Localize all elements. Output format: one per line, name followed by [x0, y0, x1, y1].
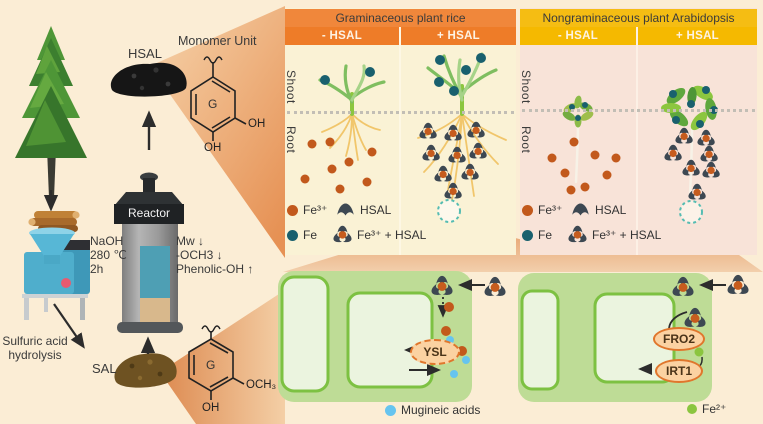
ysl-transporter: YSL	[410, 339, 460, 365]
hsal-oh-right: OH	[248, 118, 266, 130]
sal-label: SAL	[92, 361, 117, 376]
funnel-sal-structure	[160, 290, 285, 424]
arab-shoot-label: Shoot	[519, 70, 533, 104]
rice-minus-hsal-header: - HSAL	[285, 27, 399, 45]
temperature-label: 280 ℃	[90, 248, 127, 262]
arab-panel-title: Nongraminaceous plant Arabidopsis	[520, 9, 757, 27]
hsal-ring-g: G	[208, 97, 218, 111]
fe3-hsal-cluster-icon	[333, 225, 352, 244]
fe3-legend-dot	[287, 204, 298, 216]
rice-shoot-label: Shoot	[284, 70, 298, 104]
rice-plus-hsal-header: + HSAL	[401, 27, 516, 45]
arab-plus-hsal-header: + HSAL	[638, 27, 757, 45]
fe3-legend-dot	[522, 204, 533, 216]
arab-title-text: Nongraminaceous plant Arabidopsis	[542, 11, 735, 25]
rice-legend-hsal: HSAL	[336, 202, 391, 217]
fe-legend-dot	[522, 229, 533, 241]
rice-panel-title: Graminaceous plant rice	[285, 9, 516, 27]
naoh-label: NaOH	[90, 234, 124, 248]
rice-column-divider	[399, 27, 401, 255]
arab-legend-fe: Fe	[522, 228, 552, 242]
arabidopsis-panel: Nongraminaceous plant Arabidopsis - HSAL…	[520, 8, 757, 255]
hsal-glyph-icon	[337, 203, 354, 216]
fro2-transporter: FRO2	[653, 327, 705, 351]
sal-ring-g: G	[206, 358, 216, 372]
irt1-transporter: IRT1	[655, 359, 703, 383]
och3-change-label: -OCH3 ↓	[176, 248, 223, 262]
fe3-hsal-cluster-icon	[568, 225, 587, 244]
hydrolysis-label: Sulfuric acid hydrolysis	[2, 334, 68, 363]
arab-minus-hsal-header: - HSAL	[520, 27, 636, 45]
fe2-legend-dot	[687, 404, 697, 414]
rice-title-text: Graminaceous plant rice	[335, 11, 466, 25]
rice-panel: Graminaceous plant rice - HSAL + HSAL	[285, 8, 516, 255]
arab-soil-line	[522, 109, 755, 112]
arab-legend-fe3-hsal: Fe³⁺ + HSAL	[568, 225, 661, 244]
rice-soil-line	[287, 111, 514, 114]
hsal-glyph-icon	[572, 203, 589, 216]
fe2-legend: Fe²⁺	[687, 402, 726, 416]
time-label: 2h	[90, 262, 104, 276]
rice-legend-fe3-hsal: Fe³⁺ + HSAL	[333, 225, 426, 244]
rice-legend-fe3: Fe³⁺	[287, 203, 327, 217]
monomer-unit-label: Monomer Unit	[178, 34, 257, 48]
arab-root-label: Root	[519, 126, 533, 154]
arab-legend-hsal: HSAL	[571, 202, 626, 217]
reactor-label: Reactor	[127, 206, 171, 220]
rice-root-label: Root	[284, 126, 298, 154]
mw-change-label: Mw ↓	[176, 234, 204, 248]
sal-oh-label: OH	[202, 402, 220, 414]
hsal-oh-bottom: OH	[204, 142, 222, 154]
mugineic-acids-legend: Mugineic acids	[385, 403, 480, 417]
rice-legend-fe: Fe	[287, 228, 317, 242]
arab-legend-fe3: Fe³⁺	[522, 203, 562, 217]
mugineic-legend-dot	[385, 404, 396, 416]
fe-legend-dot	[287, 229, 298, 241]
phenolic-change-label: Phenolic-OH ↑	[176, 262, 254, 276]
sal-och3-label: OCH₃	[246, 379, 277, 391]
hsal-label: HSAL	[128, 46, 162, 61]
arab-column-divider	[636, 27, 638, 255]
